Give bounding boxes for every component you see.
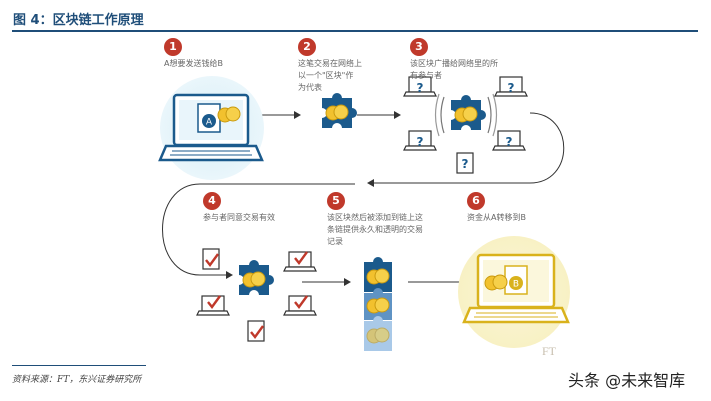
question-mark: ? <box>508 81 515 95</box>
step-5-text: 该区块然后被添加到链上这 条链提供永久和透明的交易 记录 <box>327 213 423 246</box>
step-6-badge: 6 <box>467 192 485 210</box>
network-node-laptop-icon: ? <box>403 130 437 151</box>
figure-title: 图 4：区块链工作原理 <box>13 13 144 28</box>
question-mark: ? <box>417 81 424 95</box>
question-mark: ? <box>417 135 424 149</box>
validator-laptop-icon <box>283 294 317 316</box>
laptop-a-letter: A <box>206 118 213 128</box>
source-rule <box>12 365 146 366</box>
validated-block-icon <box>234 260 274 300</box>
step-4-badge: 4 <box>203 192 221 210</box>
ft-credit: FT <box>542 344 557 358</box>
step-3-badge: 3 <box>410 38 428 56</box>
step-4-text: 参与者同意交易有效 <box>203 213 275 222</box>
validator-laptop-icon <box>283 250 317 272</box>
laptop-b-letter: B <box>513 280 519 290</box>
block-chain-icon <box>364 257 392 351</box>
network-node-laptop-icon: ? <box>403 76 437 97</box>
validator-document-icon <box>247 320 265 342</box>
question-mark: ? <box>506 135 513 149</box>
validator-document-icon <box>202 248 220 270</box>
network-node-laptop-icon: ? <box>494 76 528 97</box>
step-1-badge: 1 <box>164 38 182 56</box>
broadcast-block-icon <box>434 93 498 137</box>
step-6-text: 资金从A转移到B <box>467 213 526 222</box>
arrow-return-right <box>367 112 565 187</box>
step-1-text: A想要发送钱给B <box>164 59 223 68</box>
question-mark: ? <box>462 157 469 171</box>
source-note: 资料来源：FT，东兴证券研究所 <box>12 375 142 385</box>
step-3-text: 该区块广播给网络里的所 有参与者 <box>410 59 498 80</box>
step-2-badge: 2 <box>298 38 316 56</box>
step-2-text: 这笔交易在网络上 以一个"区块"作 为代表 <box>298 59 362 92</box>
step-5-badge: 5 <box>327 192 345 210</box>
network-node-laptop-icon: ? <box>492 130 526 151</box>
validator-laptop-icon <box>196 294 230 316</box>
watermark: 头条 @未来智库 <box>568 371 686 390</box>
transaction-block-icon <box>317 93 357 133</box>
sender-laptop-icon: A <box>158 76 264 180</box>
arrow-return-left <box>162 183 355 279</box>
recipient-laptop-icon: B <box>458 236 570 348</box>
title-rule <box>12 30 698 32</box>
network-node-document-icon: ? <box>456 152 474 174</box>
